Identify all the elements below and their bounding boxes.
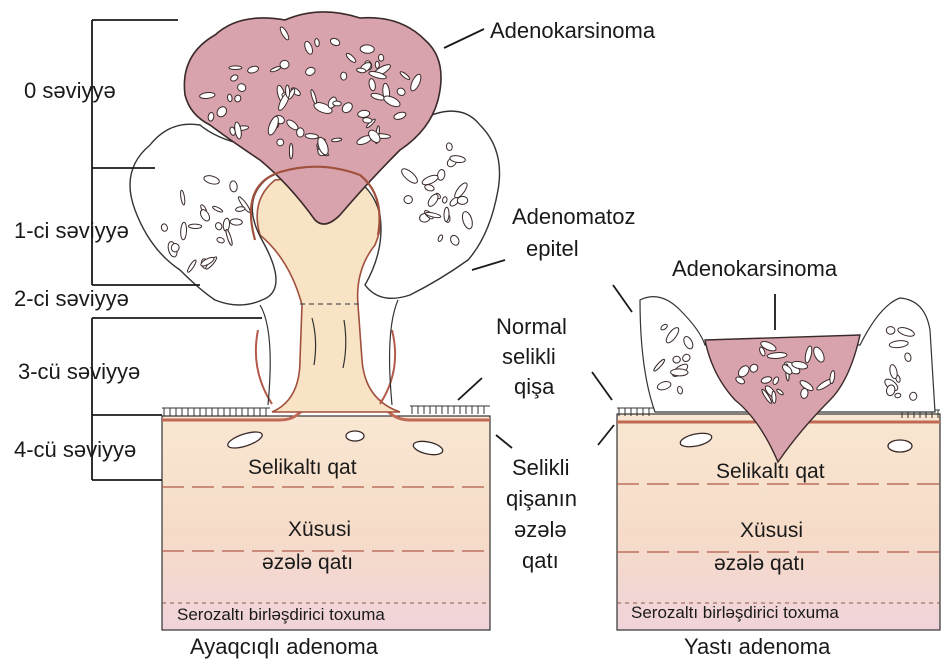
- level-0-label: 0 səviyyə: [24, 78, 116, 103]
- normal-mucosa-label-1: Normal: [496, 314, 567, 339]
- gland-lumen: [457, 196, 468, 205]
- right-muscle-label-2: əzələ qatı: [714, 552, 805, 575]
- gland-lumen: [886, 326, 895, 334]
- level-1-label: 1-ci səviyyə: [14, 218, 129, 243]
- gland-lumen: [229, 66, 242, 70]
- left-muscle-label-2: əzələ qatı: [262, 551, 353, 574]
- right-muscle-label-1: Xüsusi: [740, 519, 803, 542]
- adenocarcinoma-right-label: Adenokarsinoma: [672, 256, 838, 281]
- adenocarcinoma-top-label: Adenokarsinoma: [490, 18, 656, 43]
- right-serosa-label: Serozaltı birləşdirici toxuma: [631, 603, 839, 622]
- normal-mucosa-label-2: selikli: [502, 344, 556, 369]
- level-2-label: 2-ci səviyyə: [14, 286, 129, 311]
- gland-lumen: [671, 369, 689, 376]
- muscularis-mucosae-label-3: əzələ: [514, 517, 567, 542]
- adenomatous-epithelium-label-1: Adenomatoz: [512, 204, 636, 229]
- left-tissue-block: [162, 400, 490, 630]
- gland-lumen: [285, 85, 290, 98]
- adenomatous-epithelium-label-2: epitel: [526, 236, 579, 261]
- muscularis-mucosae-label-4: qatı: [522, 548, 559, 573]
- gland-lumen: [404, 195, 413, 204]
- gland-lumen: [360, 45, 374, 54]
- gland-lumen: [362, 117, 372, 123]
- gland-lumen: [894, 393, 901, 398]
- level-4-label: 4-cü səviyyə: [14, 437, 136, 462]
- gland-lumen: [375, 61, 379, 68]
- left-caption: Ayaqcıqlı adenoma: [190, 634, 379, 659]
- gland-lumen: [188, 224, 201, 229]
- muscularis-mucosae-label-1: Selikli: [512, 455, 569, 480]
- level-3-label: 3-cü səviyyə: [18, 359, 140, 384]
- gland-lumen: [341, 72, 347, 80]
- gland-lumen: [444, 207, 449, 221]
- left-serosa-label: Serozaltı birləşdirici toxuma: [177, 605, 385, 624]
- right-caption: Yastı adenoma: [684, 634, 831, 659]
- left-submucosa-label: Selikaltı qat: [248, 456, 357, 479]
- normal-mucosa-label-3: qişa: [514, 374, 555, 399]
- muscularis-mucosae-label-2: qişanın: [506, 486, 577, 511]
- gland-lumen: [673, 356, 681, 363]
- gland-lumen: [378, 54, 384, 61]
- gland-lumen: [289, 144, 292, 159]
- gland-lumen: [771, 391, 776, 403]
- right-submucosa-label: Selikaltı qat: [716, 460, 825, 483]
- left-muscle-label-1: Xüsusi: [288, 518, 351, 541]
- gland-lumen: [333, 101, 342, 107]
- gland-lumen: [230, 219, 243, 226]
- gland-lumen: [180, 222, 187, 240]
